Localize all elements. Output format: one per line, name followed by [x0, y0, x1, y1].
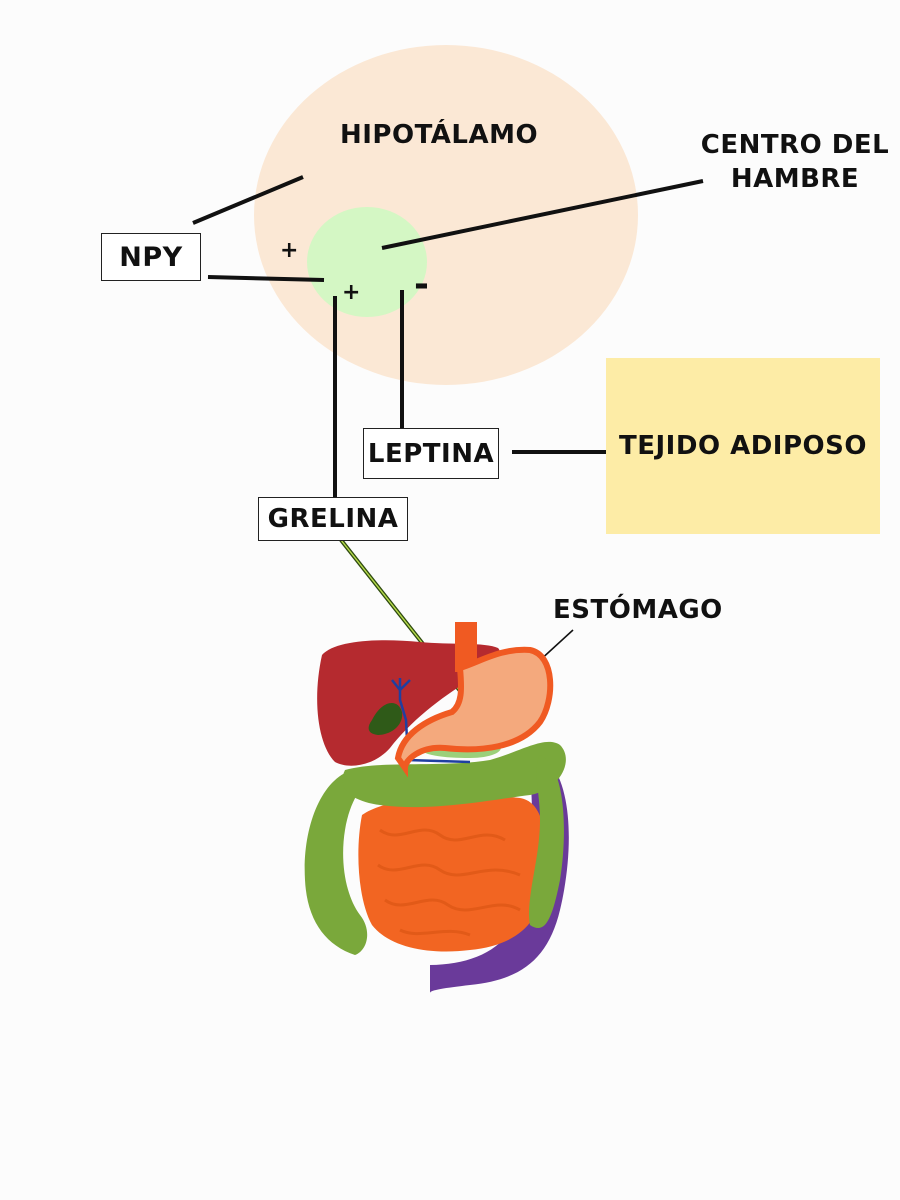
transverse-colon-shape [342, 741, 566, 808]
gallbladder-shape [368, 702, 403, 735]
hunger-center-connector-line [381, 179, 704, 250]
large-intestine-right [528, 755, 564, 928]
leptin-box: LEPTINA [363, 428, 499, 479]
hunger-center-label: CENTRO DEL HAMBRE [700, 130, 890, 194]
ghrelin-plus-sign: + [342, 280, 361, 305]
stomach-label: ESTÓMAGO [553, 595, 723, 625]
digestive-system-illustration [304, 622, 569, 993]
hypothalamus-label: HIPOTÁLAMO [340, 120, 539, 150]
adipose-tissue-box: TEJIDO ADIPOSO [606, 358, 880, 534]
large-intestine-left [304, 770, 372, 955]
leptin-minus-sign: - [414, 264, 429, 305]
stomach-shape [394, 646, 554, 778]
npy-box: NPY [101, 233, 201, 281]
liver-shape [317, 640, 500, 766]
hypothalamus-connector-line [192, 175, 304, 225]
ghrelin-box: GRELINA [258, 497, 408, 541]
hypothalamus-ellipse [254, 45, 638, 385]
hunger-center-circle [307, 207, 427, 317]
adipose-tissue-label: TEJIDO ADIPOSO [619, 431, 867, 461]
npy-connector-line [207, 275, 325, 282]
npy-plus-sign: + [280, 238, 299, 263]
esophagus-shape [455, 622, 477, 672]
